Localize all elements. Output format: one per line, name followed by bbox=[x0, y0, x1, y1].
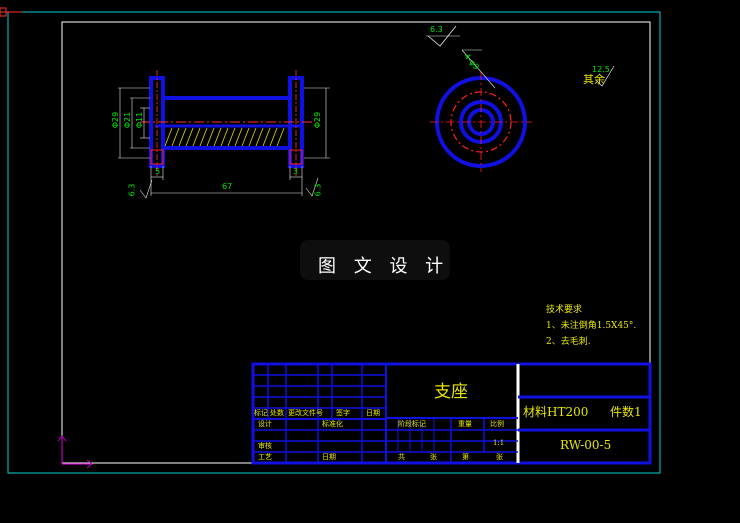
corner-marker bbox=[0, 7, 22, 17]
dim-dia-outer: Φ29 bbox=[111, 111, 121, 129]
rev-header-doc: 更改文件号 bbox=[288, 409, 323, 417]
row-standard: 标准化 bbox=[322, 420, 343, 428]
row-process: 工艺 bbox=[258, 453, 272, 461]
watermark-text: 图 文 设 计 bbox=[318, 256, 450, 277]
weight-label: 重量 bbox=[458, 420, 472, 428]
dim-roughness-top: 6.3 bbox=[430, 25, 443, 34]
sheet-no: 第 bbox=[462, 453, 469, 461]
tech-req-title: 技术要求 bbox=[546, 305, 583, 315]
tech-req-item-2: 2、去毛刺. bbox=[546, 337, 591, 347]
row-design: 设计 bbox=[258, 420, 272, 428]
rev-header-sign: 签字 bbox=[336, 409, 350, 417]
scale-value: 1:1 bbox=[493, 439, 505, 447]
other-finish-symbol bbox=[595, 65, 615, 87]
other-finish-value: 12.5 bbox=[592, 65, 610, 74]
title-block bbox=[251, 362, 652, 465]
dim-left-step: 5 bbox=[155, 167, 161, 176]
sheet-label-2: 张 bbox=[496, 453, 503, 461]
dim-right-step: 3 bbox=[293, 167, 299, 176]
other-finish-label: 其余 bbox=[583, 73, 605, 86]
front-view bbox=[140, 70, 312, 176]
row-date: 日期 bbox=[322, 453, 336, 461]
watermark-logo bbox=[300, 240, 450, 280]
quantity-label: 件数1 bbox=[610, 405, 642, 419]
row-review: 审核 bbox=[258, 442, 272, 450]
dim-roughness-right: 6.3 bbox=[313, 183, 323, 197]
rev-header-count: 处数 bbox=[270, 409, 284, 417]
sheet-label: 张 bbox=[430, 453, 437, 461]
side-view bbox=[426, 25, 532, 172]
material-label: 材料HT200 bbox=[523, 405, 589, 419]
sheet-total: 共 bbox=[398, 453, 405, 461]
stage-label: 阶段标记 bbox=[398, 420, 426, 428]
dim-dia-inner: Φ11 bbox=[135, 111, 145, 129]
scale-label: 比例 bbox=[490, 420, 504, 428]
tech-req-item-1: 1、未注倒角1.5X45°. bbox=[546, 321, 637, 331]
sheet-outer-border bbox=[7, 11, 661, 474]
front-view-dimensions bbox=[118, 87, 330, 199]
dim-roughness-left: 6.3 bbox=[127, 183, 137, 197]
rev-header-mark: 标记 bbox=[254, 409, 268, 417]
ucs-icon bbox=[57, 435, 93, 469]
dim-dia-right: Φ29 bbox=[313, 111, 323, 129]
part-title: 支座 bbox=[434, 382, 468, 402]
rev-header-date: 日期 bbox=[366, 409, 380, 417]
dim-dia-mid: Φ21 bbox=[123, 111, 133, 129]
drawing-number: RW-00-5 bbox=[560, 438, 612, 452]
dim-length: 67 bbox=[222, 182, 233, 191]
